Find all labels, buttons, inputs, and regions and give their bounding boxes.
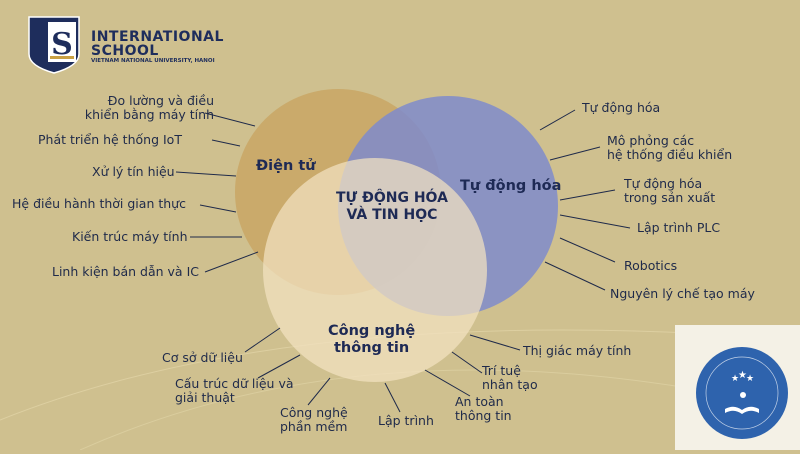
circle-it xyxy=(263,158,487,382)
right-item-line: trong sản xuất xyxy=(624,190,716,205)
watermark-badge: ★★★ xyxy=(675,325,800,450)
bottom-item-line: nhân tạo xyxy=(482,377,538,392)
left-item: Hệ điều hành thời gian thực xyxy=(12,196,186,211)
bottom-item-line: Cấu trúc dữ liệu và xyxy=(175,376,294,391)
bottom-item-line: Công nghệ xyxy=(280,405,348,420)
bottom-item-line: giải thuật xyxy=(175,390,235,405)
svg-text:★: ★ xyxy=(738,370,747,381)
left-item: Kiến trúc máy tính xyxy=(72,229,188,244)
circle-electronics-title: Điện tử xyxy=(256,158,316,174)
center-title: TỰ ĐỘNG HÓA VÀ TIN HỌC xyxy=(336,190,448,224)
bottom-item: Thị giác máy tính xyxy=(523,343,632,358)
school-name-line1: INTERNATIONAL xyxy=(91,29,224,45)
right-item: Lập trình PLC xyxy=(637,220,721,235)
right-item: Robotics xyxy=(624,258,678,273)
bottom-item: Lập trình xyxy=(378,413,434,428)
svg-text:★: ★ xyxy=(731,374,739,384)
bottom-item-line: thông tin xyxy=(455,408,512,423)
left-item-line: Đo lường và điều xyxy=(107,93,214,108)
school-name-line3: VIETNAM NATIONAL UNIVERSITY, HANOI xyxy=(91,58,215,64)
school-name-line2: SCHOOL xyxy=(91,43,159,59)
circle-it-title-line1: Công nghệ xyxy=(328,323,416,339)
circle-automation-title: Tự động hóa xyxy=(460,178,562,194)
circle-it-title-line2: thông tin xyxy=(334,340,410,356)
bottom-item-line: An toàn xyxy=(455,394,504,409)
watermark-logo-icon: ★★★ xyxy=(696,347,788,439)
left-item: Xử lý tín hiệu xyxy=(92,164,175,179)
svg-text:S: S xyxy=(51,27,73,62)
circle-it-title: Công nghệ thông tin xyxy=(328,323,415,357)
right-item-line: hệ thống điều khiển xyxy=(607,147,733,162)
bottom-item-line: phần mềm xyxy=(280,419,348,434)
bottom-item-line: Trí tuệ xyxy=(482,363,521,378)
right-item: Nguyên lý chế tạo máy xyxy=(610,286,755,301)
right-item: Tự động hóa xyxy=(582,100,661,115)
bottom-item: Cơ sở dữ liệu xyxy=(162,350,243,365)
svg-text:★: ★ xyxy=(746,374,754,384)
left-item-line: khiển bằng máy tính xyxy=(84,107,214,122)
right-item-line: Tự động hóa xyxy=(624,176,703,191)
center-title-line2: VÀ TIN HỌC xyxy=(346,207,438,223)
connector-lines xyxy=(175,109,631,413)
right-item-line: Mô phỏng các xyxy=(607,133,695,148)
center-title-line1: TỰ ĐỘNG HÓA xyxy=(336,190,448,206)
left-item: Linh kiện bán dẫn và IC xyxy=(52,264,199,279)
school-name: INTERNATIONAL SCHOOL VIETNAM NATIONAL UN… xyxy=(91,30,224,64)
school-logo-shield: S xyxy=(28,16,80,74)
left-item: Phát triển hệ thống IoT xyxy=(38,132,182,147)
